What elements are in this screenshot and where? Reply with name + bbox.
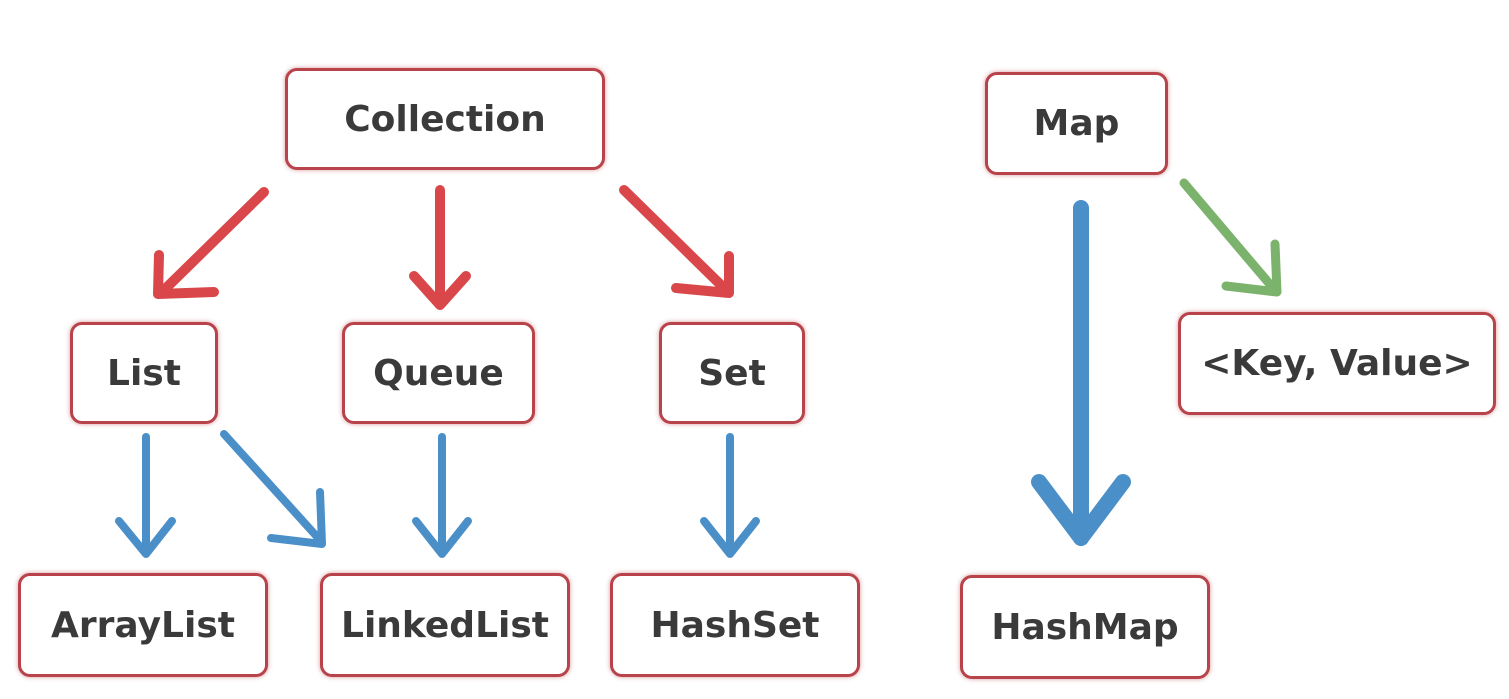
node-hashset: HashSet — [610, 573, 860, 677]
node-hashmap-label: HashMap — [991, 606, 1179, 648]
node-queue-label: Queue — [373, 352, 504, 394]
node-collection-label: Collection — [344, 98, 546, 140]
node-hashset-label: HashSet — [650, 604, 820, 646]
arrow-collection-list — [153, 187, 269, 299]
arrow-list-arraylist — [115, 433, 176, 558]
node-hashmap: HashMap — [960, 575, 1210, 679]
node-map: Map — [985, 72, 1168, 175]
arrow-set-hashset — [700, 433, 760, 558]
arrow-map-hashmap — [1031, 200, 1131, 546]
node-linkedlist: LinkedList — [320, 573, 570, 677]
arrow-queue-linkedlist — [412, 433, 472, 558]
node-list: List — [70, 322, 218, 424]
node-set: Set — [659, 322, 805, 424]
arrow-list-linkedlist — [220, 430, 326, 548]
node-queue: Queue — [342, 322, 535, 424]
node-arraylist: ArrayList — [18, 573, 268, 677]
node-map-label: Map — [1033, 103, 1120, 144]
arrow-map-keyvalue — [1179, 178, 1282, 297]
arrow-collection-queue — [409, 185, 471, 310]
node-collection: Collection — [285, 68, 605, 170]
arrow-collection-set — [619, 185, 734, 298]
node-linkedlist-label: LinkedList — [341, 604, 549, 646]
node-key-value-label: <Key, Value> — [1201, 343, 1473, 384]
node-set-label: Set — [698, 352, 766, 394]
node-arraylist-label: ArrayList — [51, 604, 235, 646]
node-list-label: List — [107, 352, 181, 394]
node-key-value: <Key, Value> — [1178, 312, 1496, 415]
